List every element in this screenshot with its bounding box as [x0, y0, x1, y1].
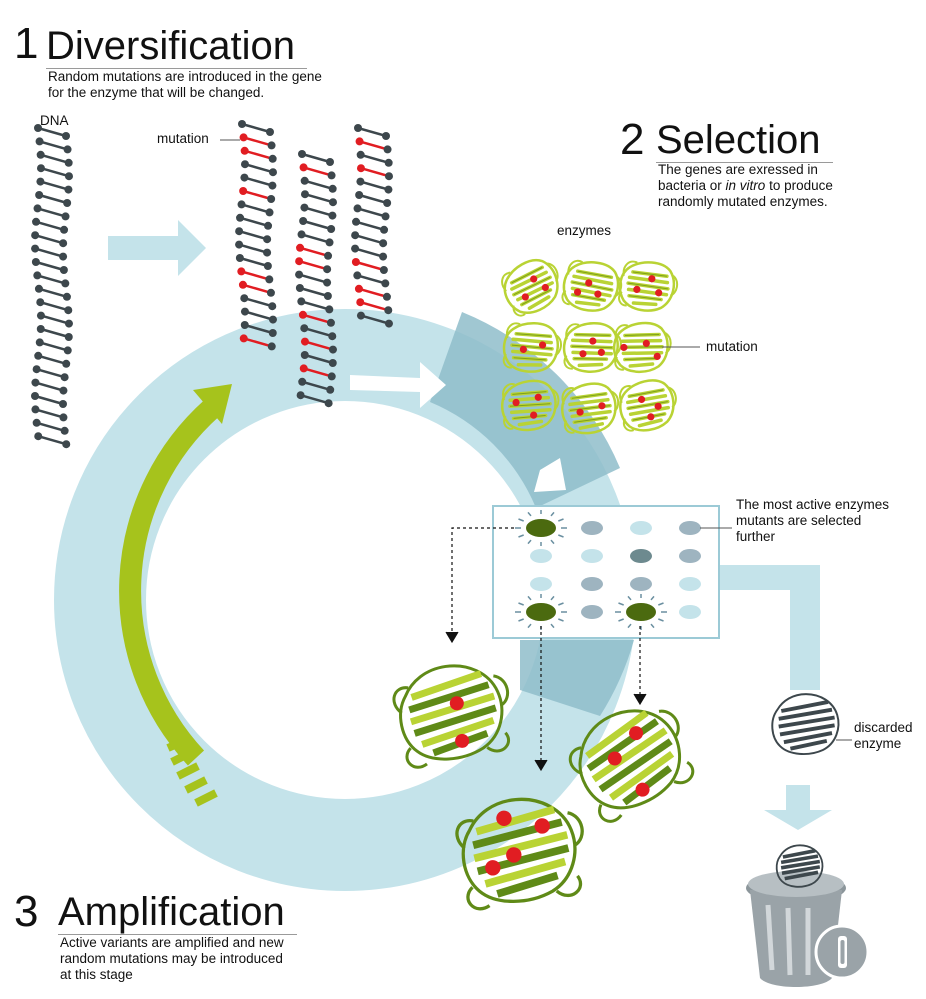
discarded-label: discarded enzyme: [854, 720, 913, 752]
step-1-number: 1: [14, 19, 39, 68]
plate-well: [626, 603, 656, 621]
plate-well: [581, 521, 603, 535]
mutation-enzyme-label: mutation: [706, 339, 758, 354]
enzyme-icon: [454, 794, 588, 910]
selection-plate: [492, 505, 820, 690]
enzyme-icon: [390, 658, 516, 769]
enzyme-icon: [498, 316, 567, 379]
desc-line: random mutations may be introduced: [60, 951, 283, 966]
label-line: mutants are selected: [736, 513, 862, 528]
discarded-enzyme-icon: [771, 693, 840, 755]
plate-well: [679, 605, 701, 619]
enzyme-icon: [610, 318, 675, 377]
step-2-description: The genes are exressed in bacteria or in…: [658, 162, 833, 210]
plate-well: [526, 603, 556, 621]
mutation-dna-label: mutation: [157, 131, 209, 146]
enzyme-icon: [616, 377, 680, 434]
plate-well: [679, 521, 701, 535]
enzyme-icon: [560, 381, 621, 436]
amplify-arrow: [119, 384, 232, 807]
desc-line: for the enzyme that will be changed.: [48, 85, 265, 100]
label-line: enzyme: [854, 736, 902, 751]
plate-well: [581, 605, 603, 619]
step-3-description: Active variants are amplified and new ra…: [60, 935, 284, 983]
step-2-number: 2: [620, 115, 645, 164]
desc-line: at this stage: [60, 967, 133, 982]
desc-line: bacteria or in vitro to produce: [658, 178, 833, 193]
step-1-description: Random mutations are introduced in the g…: [48, 69, 322, 101]
step-1-title: Diversification: [46, 24, 307, 69]
trash-bin-icon: [746, 844, 870, 987]
arrow-icon: [764, 785, 832, 830]
label-line: further: [736, 529, 776, 544]
step-3-number: 3: [14, 887, 39, 936]
step-3-title: Amplification: [58, 890, 297, 935]
enzyme-icon: [499, 378, 561, 433]
desc-line: randomly mutated enzymes.: [658, 194, 828, 209]
plate-well: [581, 577, 603, 591]
plate-well: [679, 577, 701, 591]
plate-well: [530, 549, 552, 563]
plate-well: [679, 549, 701, 563]
plate-well: [581, 549, 603, 563]
enzyme-icon: [560, 692, 704, 827]
most-active-label: The most active enzymes mutants are sele…: [736, 497, 889, 545]
desc-line: The genes are exressed in: [658, 162, 818, 177]
step-2-title: Selection: [656, 118, 833, 163]
selection-arrows: [445, 527, 647, 772]
enzyme-grid: [495, 251, 684, 436]
plate-well: [630, 577, 652, 591]
enzymes-label: enzymes: [557, 223, 612, 238]
arrow-icon: [108, 220, 206, 276]
label-line: The most active enzymes: [736, 497, 890, 512]
desc-line: Active variants are amplified and new: [60, 935, 284, 950]
label-line: discarded: [854, 720, 913, 735]
dna-strand-icon: [233, 118, 279, 352]
enzyme-icon: [613, 253, 684, 319]
plate-well: [630, 549, 652, 563]
plate-well: [526, 519, 556, 537]
enzyme-icon: [559, 317, 626, 378]
dna-strand-icon: [29, 122, 75, 450]
enzyme-icon: [556, 252, 628, 321]
enzyme-icon: [495, 251, 569, 321]
dna-label: DNA: [40, 113, 69, 128]
dna-strand-icon: [349, 122, 395, 329]
plate-well: [530, 577, 552, 591]
plate-well: [630, 521, 652, 535]
desc-line: Random mutations are introduced in the g…: [48, 69, 322, 84]
